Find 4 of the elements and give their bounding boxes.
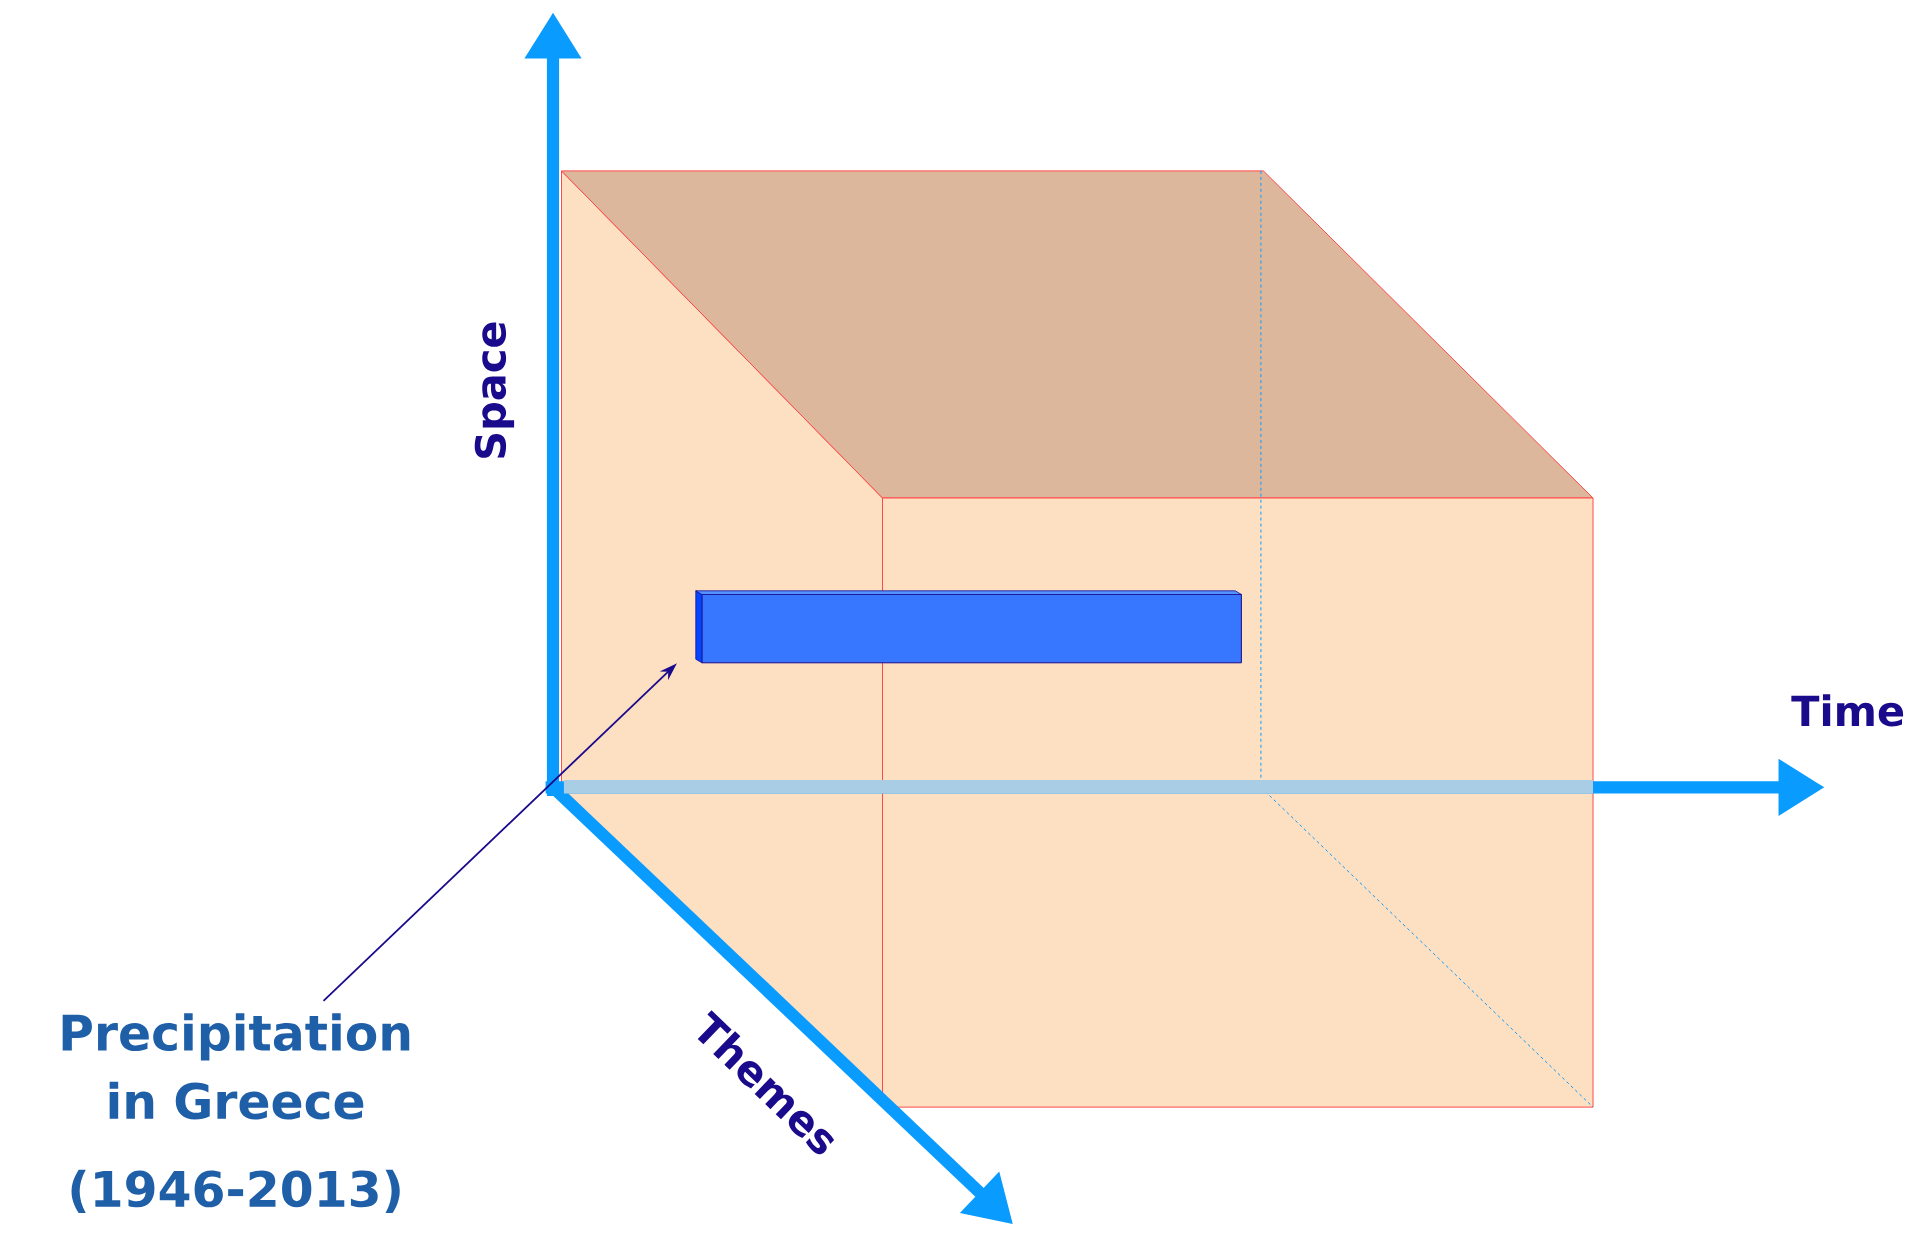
callout-text: Precipitation in Greece (1946-2013) xyxy=(62,1013,410,1214)
axis-label: Space xyxy=(474,322,515,458)
bar xyxy=(695,590,1242,664)
axis-label: Time xyxy=(1791,694,1904,727)
